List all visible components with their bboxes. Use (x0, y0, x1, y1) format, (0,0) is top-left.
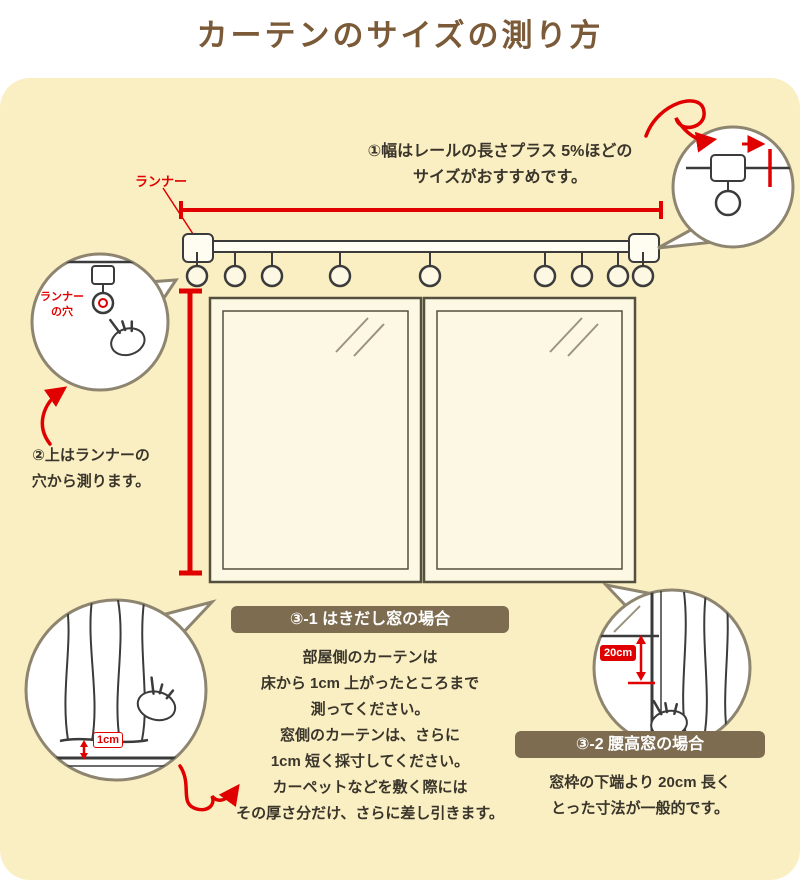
speech-bubble-runner-hole (30, 252, 179, 392)
runner-ring (328, 252, 352, 288)
step1-line2: サイズがおすすめです。 (413, 169, 587, 186)
step3-1-line: その厚さ分だけ、さらに差し引きます。 (236, 805, 504, 822)
step3-1-line: 測ってください。 (310, 701, 430, 718)
curtain-rail (182, 233, 660, 263)
rail-end-detail (686, 135, 793, 217)
waist-window-extra-label: 20cm (600, 645, 637, 661)
step3-1-text: 部屋側のカーテンは 床から 1cm 上がったところまで 測ってください。 窓側の… (200, 645, 540, 827)
runner-ring (185, 252, 209, 288)
page-title: カーテンのサイズの測り方 (196, 18, 604, 53)
runner-ring (533, 252, 557, 288)
runner-hole-detail (66, 260, 146, 357)
step2-line1: ②上はランナーの (32, 447, 150, 464)
window-right (422, 296, 637, 584)
runner-ring (606, 252, 630, 288)
step2-note: ②上はランナーの 穴から測ります。 (16, 443, 166, 495)
runner-ring (260, 252, 284, 288)
step3-2-line: 窓枠の下端より 20cm 長く (549, 774, 731, 791)
red-arrow-to-rail-end (644, 99, 718, 153)
speech-bubble-floor-detail (24, 598, 217, 782)
step3-2-line: とった寸法が一般的です。 (550, 800, 730, 817)
step3-1-line: カーペットなどを敷く際には (272, 779, 468, 796)
step3-2-badge: ③-2 腰高窓の場合 (515, 731, 765, 758)
runner-label-leader-line (162, 187, 196, 238)
step3-1-line: 床から 1cm 上がったところまで (260, 675, 480, 692)
glass-shine-icon (549, 317, 599, 357)
waist-extra-measure (628, 635, 655, 685)
speech-bubble-waist-window (592, 582, 752, 748)
step2-line2: 穴から測ります。 (31, 473, 151, 490)
floor-gap-label: 1cm (93, 732, 124, 748)
runner-rings (185, 252, 655, 288)
runner-hole-label-line2: の穴 (51, 306, 73, 318)
runner-hole-label-line1: ランナー (40, 291, 84, 303)
red-arrow-to-runner-hole (40, 386, 68, 446)
hand-icon (109, 318, 146, 357)
step3-1-line: 窓側のカーテンは、さらに (279, 727, 460, 744)
speech-bubble-rail-end (657, 125, 795, 250)
runner-ring (570, 252, 594, 288)
height-measure-line (179, 288, 202, 576)
window-left (208, 296, 423, 584)
step3-1-badge: ③-1 はきだし窓の場合 (231, 606, 509, 633)
hand-icon (136, 676, 177, 722)
step3-1-line: 部屋側のカーテンは (302, 649, 438, 666)
red-arrow-to-floor-note (178, 764, 240, 812)
step3-2-text: 窓枠の下端より 20cm 長く とった寸法が一般的です。 (498, 770, 782, 822)
width-measure-line (179, 201, 663, 219)
glass-shine-icon (335, 317, 385, 357)
runner-ring (631, 252, 655, 288)
floor-gap-measure (80, 740, 88, 760)
runner-label: ランナー (135, 174, 188, 189)
hand-icon (650, 699, 688, 739)
runner-ring (418, 252, 442, 288)
runner-hole-label: ランナー の穴 (33, 290, 91, 320)
floor-detail (26, 600, 206, 767)
step1-note: ①幅はレールの長さプラス 5%ほどの サイズがおすすめです。 (320, 139, 680, 191)
step3-1-line: 1cm 短く採寸してください。 (270, 753, 470, 770)
step1-line1: ①幅はレールの長さプラス 5%ほどの (367, 143, 633, 160)
runner-ring (223, 252, 247, 288)
